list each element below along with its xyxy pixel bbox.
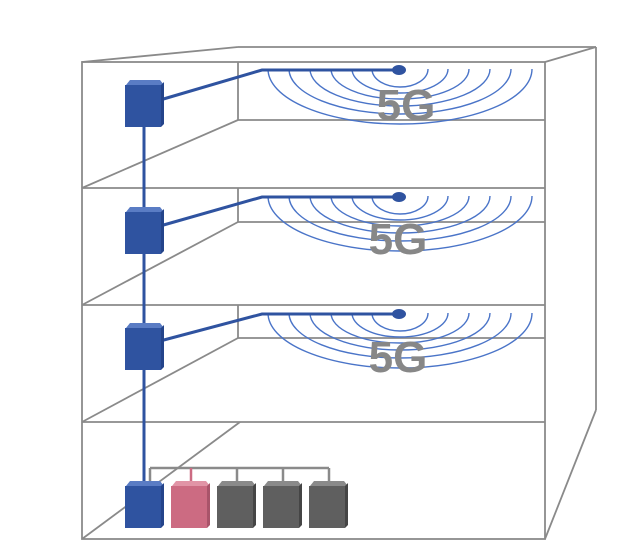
- ground-floor-equipment: [125, 466, 348, 528]
- baseband-unit-gray-1: [217, 481, 256, 528]
- building-frame: [81, 46, 597, 540]
- baseband-unit-gray-2: [263, 481, 302, 528]
- antenna-node-floor-3: [392, 192, 406, 202]
- g5-label-floor-4: 5G: [377, 81, 436, 130]
- front-outline: [81, 61, 546, 540]
- g5-label-floor-2: 5G: [369, 333, 428, 382]
- antenna-feed-floor-3: [159, 195, 399, 228]
- antenna-node-floor-2: [392, 309, 406, 319]
- right-bottom-edge: [544, 409, 597, 540]
- g5-label-floor-3: 5G: [369, 215, 428, 264]
- roof-left-edge: [81, 46, 239, 63]
- floor-4-interior: [81, 62, 545, 189]
- antenna-feed-floor-4: [159, 68, 399, 102]
- floor-3: 5G: [125, 192, 533, 264]
- remote-unit-floor-3: [125, 207, 164, 254]
- antenna-node-floor-4: [392, 65, 406, 75]
- floor-1-interior: [81, 421, 241, 540]
- signal-waves-floor-2: [267, 312, 533, 369]
- baseband-unit-blue: [125, 481, 164, 528]
- signal-waves-floor-3: [267, 195, 533, 252]
- baseband-unit-gray-3: [309, 481, 348, 528]
- floor-4: 5G: [125, 65, 533, 130]
- signal-waves-floor-4: [267, 68, 533, 125]
- remote-unit-floor-4: [125, 80, 164, 127]
- baseband-unit-pink: [171, 481, 210, 528]
- roof-right-edge: [544, 46, 597, 63]
- antenna-feed-floor-2: [159, 312, 399, 343]
- remote-unit-floor-2: [125, 323, 164, 370]
- floor-2: 5G: [125, 309, 533, 382]
